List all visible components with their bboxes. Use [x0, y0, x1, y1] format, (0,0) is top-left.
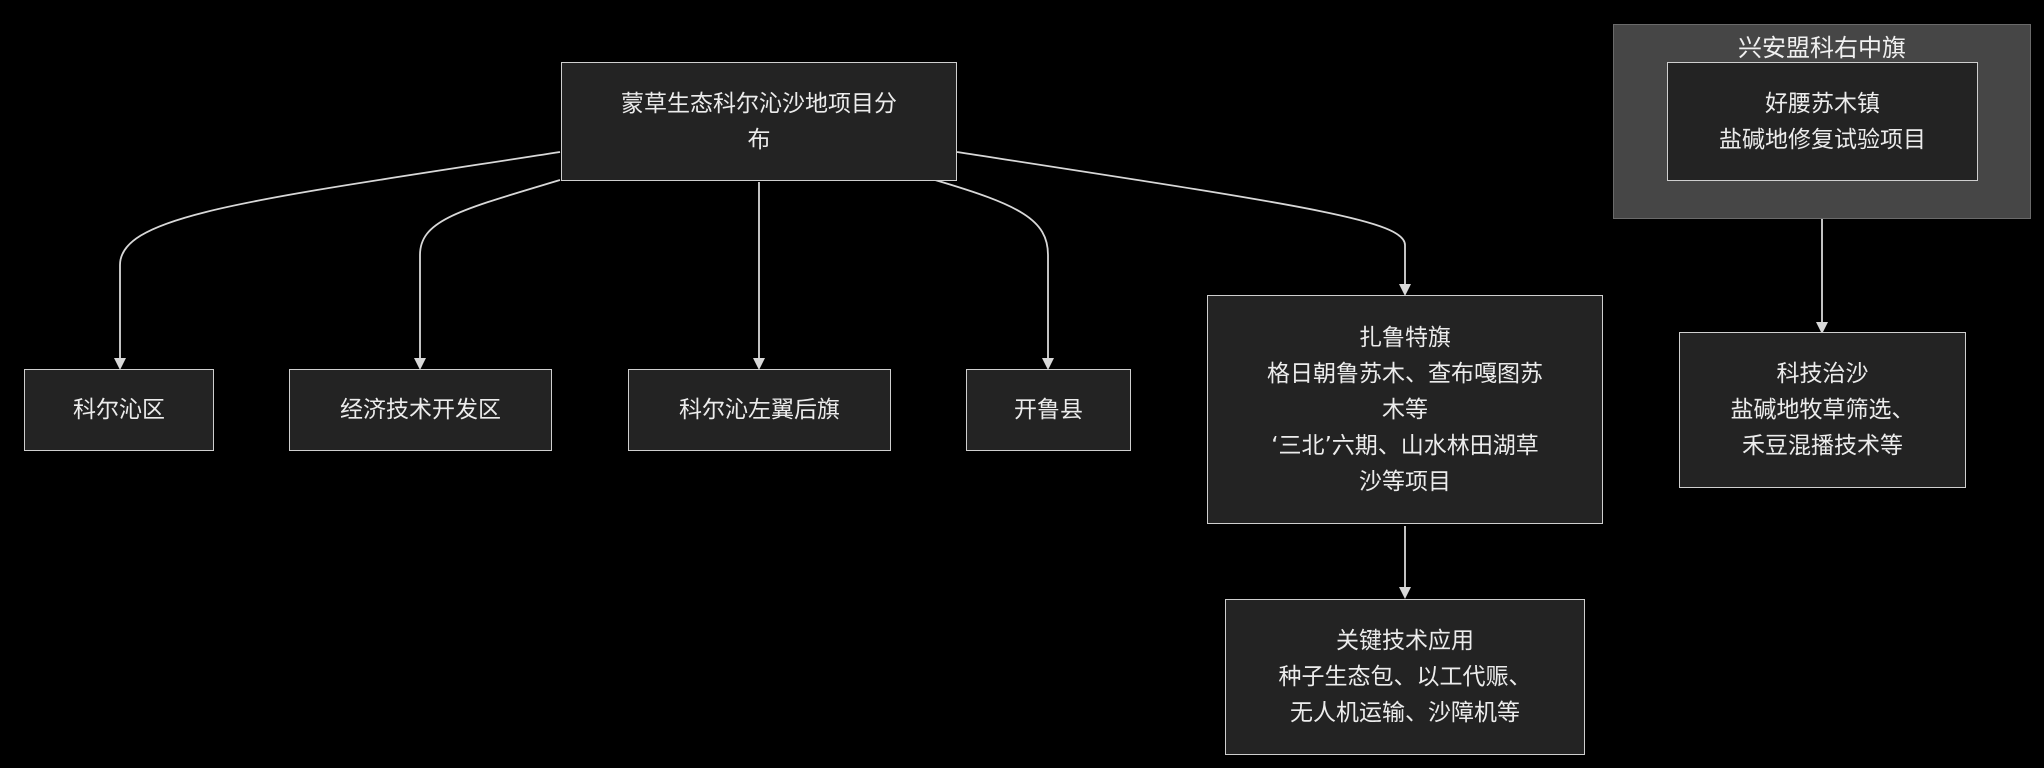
node-text: 盐碱地牧草筛选、 [1730, 397, 1915, 423]
group-title: 兴安盟科右中旗 [1738, 34, 1906, 62]
node-kerqin-zuoyi-houqi: 科尔沁左翼后旗 [628, 369, 891, 451]
node-text: 禾豆混播技术等 [1742, 433, 1903, 459]
node-text: ‘三北’六期、山水林田湖草 [1271, 432, 1539, 459]
node-root-mengcao-kerqin-projects: 蒙草生态科尔沁沙地项目分 布 [561, 62, 957, 181]
edge-root-to-kailu [934, 179, 1054, 370]
node-text: 无人机运输、沙障机等 [1290, 700, 1520, 726]
node-text: 种子生态包、以工代赈、 [1278, 664, 1532, 690]
node-text: 盐碱地修复试验项目 [1719, 126, 1926, 153]
node-zhalute-banner: 扎鲁特旗 格日朝鲁苏木、查布嘎图苏 木等 ‘三北’六期、山水林田湖草 沙等项目 [1207, 295, 1603, 524]
node-text: 开鲁县 [1014, 397, 1083, 423]
node-text: 经济技术开发区 [340, 397, 501, 423]
node-text: 科尔沁区 [73, 397, 165, 423]
edge-root-to-jingji [414, 179, 561, 370]
node-text: 关键技术应用 [1336, 628, 1474, 654]
node-sand-control-technology: 科技治沙 盐碱地牧草筛选、 禾豆混播技术等 [1679, 332, 1966, 488]
node-kerqin-district: 科尔沁区 [24, 369, 214, 451]
edge-root-to-kerqin [114, 151, 561, 370]
node-text: 木等 [1382, 396, 1428, 423]
node-text: 沙等项目 [1359, 468, 1451, 495]
node-text: 蒙草生态科尔沁沙地项目分 [621, 90, 897, 117]
node-key-technology-application: 关键技术应用 种子生态包、以工代赈、 无人机运输、沙障机等 [1225, 599, 1585, 755]
node-text: 科技治沙 [1776, 361, 1869, 387]
node-text: 格日朝鲁苏木、查布嘎图苏 [1267, 360, 1543, 387]
node-text: 布 [747, 126, 771, 153]
node-kailu-county: 开鲁县 [966, 369, 1131, 451]
edge-root-to-zhalute [956, 151, 1411, 296]
node-haoyao-sumu-town: 好腰苏木镇 盐碱地修复试验项目 [1667, 62, 1978, 181]
node-text: 好腰苏木镇 [1765, 90, 1880, 117]
node-text: 扎鲁特旗 [1359, 324, 1451, 351]
node-economic-development-zone: 经济技术开发区 [289, 369, 552, 451]
node-text: 科尔沁左翼后旗 [679, 397, 840, 423]
